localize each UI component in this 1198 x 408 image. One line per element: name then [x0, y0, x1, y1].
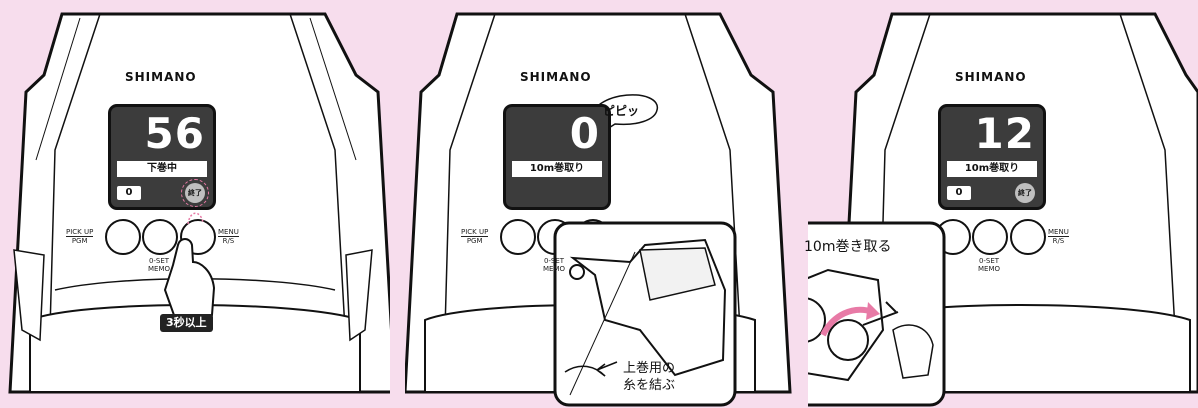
- press-duration-tag: 3秒以上: [160, 314, 213, 332]
- menu-rs-label: MENU R/S: [1048, 228, 1069, 245]
- beep-text: ピピッ: [603, 104, 640, 118]
- end-icon: 終了: [181, 179, 209, 207]
- zero-set-memo-button: [142, 219, 178, 255]
- counter-value: 56: [144, 109, 205, 158]
- pickup-pgm-button: [105, 219, 141, 255]
- mini-value: 0: [117, 186, 141, 200]
- panel-step-1: SHIMANO 56 下巻中 0 終了 PICK UP PGM 0-SET ME…: [0, 0, 390, 408]
- pickup-pgm-label: PICK UP PGM: [461, 228, 489, 245]
- counter-display: 56 下巻中 0 終了: [108, 104, 216, 210]
- brand-logo: SHIMANO: [520, 70, 592, 84]
- counter-value: 0: [569, 109, 600, 158]
- counter-display: 12 10m巻取り 0 終了: [938, 104, 1046, 210]
- wind-caption: 10m巻き取る: [804, 239, 892, 255]
- tie-line-caption: 上巻用の 糸を結ぶ: [623, 361, 676, 393]
- status-label: 下巻中: [117, 161, 207, 177]
- panel-step-2: SHIMANO 0 10m巻取り ピピッ PICK UP PGM 0-SET M…: [405, 0, 795, 408]
- end-icon: 終了: [1015, 183, 1035, 203]
- brand-logo: SHIMANO: [125, 70, 197, 84]
- status-label: 10m巻取り: [947, 161, 1037, 177]
- zero-set-memo-label: 0-SET MEMO: [543, 257, 566, 273]
- hand-icon: [892, 324, 934, 379]
- brand-logo: SHIMANO: [955, 70, 1027, 84]
- pickup-pgm-label: PICK UP PGM: [66, 228, 94, 245]
- counter-value: 12: [974, 109, 1035, 158]
- status-label: 10m巻取り: [512, 161, 602, 177]
- zero-set-memo-label: 0-SET MEMO: [978, 257, 1001, 273]
- zero-set-memo-label: 0-SET MEMO: [148, 257, 171, 273]
- pressing-finger-icon: [163, 238, 216, 320]
- mini-value: 0: [947, 186, 971, 200]
- counter-display: 0 10m巻取り: [503, 104, 611, 210]
- menu-rs-label: MENU R/S: [218, 228, 239, 245]
- panel-step-3: SHIMANO 12 10m巻取り 0 終了 0-SET MEMO MENU R…: [804, 0, 1198, 408]
